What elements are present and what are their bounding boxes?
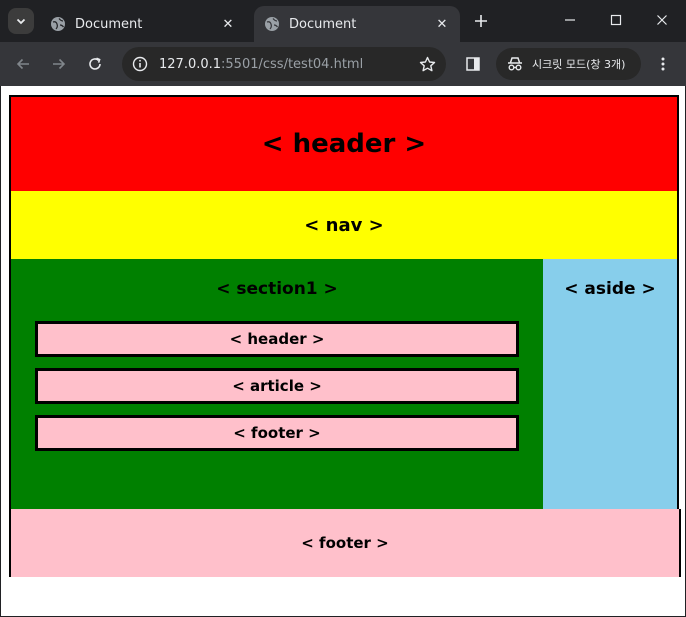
section-header-label: < header > bbox=[229, 330, 325, 348]
maximize-icon bbox=[610, 14, 622, 26]
minimize-icon bbox=[565, 19, 575, 21]
tab-search-button[interactable] bbox=[8, 8, 34, 34]
section1-label: < section1 > bbox=[216, 279, 338, 299]
side-panel-button[interactable] bbox=[460, 51, 486, 77]
incognito-icon bbox=[506, 55, 524, 73]
chevron-down-icon bbox=[16, 18, 26, 25]
close-window-button[interactable] bbox=[646, 6, 678, 34]
reload-icon bbox=[89, 57, 101, 70]
globe-icon bbox=[50, 16, 66, 32]
info-icon bbox=[132, 56, 148, 72]
arrow-right-icon bbox=[53, 58, 66, 70]
tab-strip: Document ✕ Document ✕ bbox=[0, 0, 686, 42]
back-button[interactable] bbox=[10, 51, 36, 77]
nav-block: < nav > bbox=[11, 191, 677, 259]
section-article-box: < article > bbox=[35, 368, 519, 404]
globe-icon bbox=[264, 16, 280, 32]
forward-button[interactable] bbox=[46, 51, 72, 77]
aside-block: < aside > bbox=[543, 259, 677, 509]
close-icon bbox=[657, 15, 667, 25]
aside-label: < aside > bbox=[564, 279, 656, 299]
section-article-label: < article > bbox=[232, 377, 322, 395]
header-block: < header > bbox=[11, 97, 677, 191]
tab-title: Document bbox=[289, 16, 357, 32]
incognito-indicator[interactable]: 시크릿 모드(창 3개) bbox=[496, 48, 641, 80]
section-footer-box: < footer > bbox=[35, 415, 519, 451]
page-viewport: < header > < nav > < section1 > < header… bbox=[1, 86, 685, 616]
browser-menu-button[interactable] bbox=[650, 51, 676, 77]
header-label: < header > bbox=[261, 129, 427, 159]
browser-toolbar: 127.0.0.1:5501/css/test04.html 시크릿 모드(창 … bbox=[0, 42, 686, 86]
url-path: :5501/css/test04.html bbox=[221, 56, 364, 72]
more-vertical-icon bbox=[661, 57, 665, 71]
tab-document-2[interactable]: Document ✕ bbox=[254, 6, 460, 42]
section1-block: < section1 > < header > < article > < fo… bbox=[11, 259, 543, 509]
bookmark-star-icon[interactable] bbox=[414, 51, 440, 77]
url-host: 127.0.0.1 bbox=[159, 56, 222, 72]
close-icon[interactable]: ✕ bbox=[436, 16, 448, 32]
nav-label: < nav > bbox=[304, 214, 384, 236]
side-panel-icon bbox=[466, 57, 480, 71]
maximize-button[interactable] bbox=[600, 6, 632, 34]
footer-label: < footer > bbox=[301, 534, 389, 552]
site-info-button[interactable] bbox=[127, 51, 153, 77]
arrow-left-icon bbox=[16, 58, 29, 70]
minimize-button-alt[interactable] bbox=[554, 6, 586, 34]
reload-button[interactable] bbox=[82, 51, 108, 77]
footer-block: < footer > bbox=[11, 509, 681, 577]
tab-title: Document bbox=[75, 16, 143, 32]
tab-document-1[interactable]: Document ✕ bbox=[40, 6, 246, 42]
incognito-label: 시크릿 모드(창 3개) bbox=[532, 58, 626, 71]
section-header-box: < header > bbox=[35, 321, 519, 357]
plus-icon bbox=[475, 15, 487, 27]
layout-container: < header > < nav > < section1 > < header… bbox=[9, 95, 681, 577]
url-text: 127.0.0.1:5501/css/test04.html bbox=[159, 57, 414, 72]
new-tab-button[interactable] bbox=[470, 10, 492, 32]
address-bar[interactable]: 127.0.0.1:5501/css/test04.html bbox=[122, 47, 446, 81]
close-icon[interactable]: ✕ bbox=[222, 16, 234, 32]
section-footer-label: < footer > bbox=[233, 424, 321, 442]
